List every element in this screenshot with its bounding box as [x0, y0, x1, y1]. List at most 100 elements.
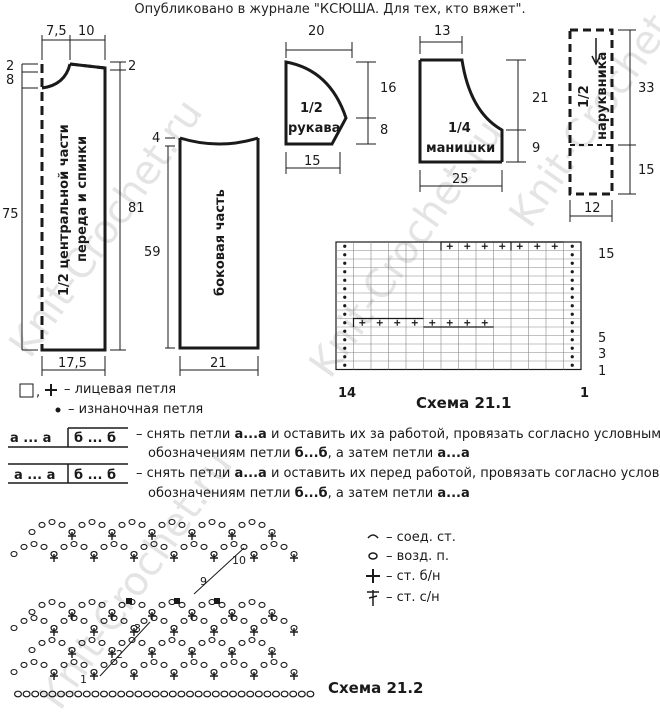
legend-cable1-t1: – снять петли — [136, 427, 235, 442]
single-crochet-stitch — [50, 628, 58, 636]
knit-stitch-mark — [464, 243, 471, 250]
dim-front-right-2: 2 — [128, 59, 136, 74]
single-crochet-stitch — [90, 672, 98, 680]
purl-dot-icon — [55, 407, 61, 413]
purl-stitch-mark — [570, 261, 574, 265]
purl-stitch-mark — [343, 355, 347, 359]
chain-stitch — [88, 518, 96, 526]
single-crochet-stitch — [188, 532, 196, 540]
chain-stitch — [246, 690, 255, 698]
chain-stitch — [240, 617, 248, 624]
single-crochet-stitch — [210, 554, 218, 562]
chain-stitch — [50, 624, 58, 632]
chain-stitch — [280, 690, 289, 698]
chain-stitch — [198, 639, 206, 646]
chain-stitch — [60, 661, 68, 668]
chain-stitch — [188, 608, 196, 616]
chain-stitch — [260, 661, 268, 668]
dim-sleeve-bottom: 15 — [304, 154, 321, 169]
chain-stitch — [48, 690, 57, 698]
cuff-label-1: 1/2 — [577, 85, 592, 108]
piece-dickey — [418, 36, 526, 192]
chain-stitch — [210, 668, 218, 676]
chain-stitch — [90, 624, 98, 632]
chain-stitch — [30, 614, 38, 622]
single-crochet-stitch — [170, 554, 178, 562]
purl-stitch-mark — [570, 270, 574, 274]
chain-stitch — [98, 521, 106, 528]
side-outline — [178, 138, 260, 350]
chain-stitch — [160, 543, 168, 550]
purl-stitch-mark — [570, 338, 574, 342]
dickey-edges — [418, 60, 502, 164]
single-crochet-stitch — [90, 628, 98, 636]
legend-cable1-t2: и оставить их за работой, провязать согл… — [266, 427, 660, 442]
chain-stitch — [190, 658, 198, 666]
chain-stitch — [240, 543, 248, 550]
section-marker — [126, 598, 132, 604]
chain-stitch — [100, 543, 108, 550]
chain-stitch — [238, 521, 246, 528]
chain-stitch — [248, 518, 256, 526]
chain-stitch — [68, 528, 76, 536]
knit-stitch-mark — [551, 243, 558, 250]
chain-stitch — [128, 636, 136, 644]
legend-cable1-t3: обозначениям петли — [148, 446, 295, 461]
chain-stitch — [200, 661, 208, 668]
piece-sleeve — [284, 42, 376, 174]
purl-stitch-mark — [343, 270, 347, 274]
dickey-label-2: манишки — [426, 141, 495, 156]
chain-stitch — [58, 521, 66, 528]
chain-stitch — [48, 518, 56, 526]
legend-cable1-b2: б...б — [294, 446, 328, 461]
chart2-legend-chain: – возд. п. — [386, 549, 449, 564]
knit-stitch-mark — [481, 319, 488, 326]
chain-stitch — [65, 690, 74, 698]
chain-stitch — [306, 690, 315, 698]
chain-stitch — [178, 601, 186, 608]
chain-stitch — [250, 624, 258, 632]
purl-stitch-mark — [343, 244, 347, 248]
chain-stitch — [60, 543, 68, 550]
chain-stitch — [289, 690, 298, 698]
sleeve-outline — [284, 60, 348, 146]
chain-stitch — [188, 528, 196, 536]
chain-stitch — [210, 624, 218, 632]
legend-cable2-line2: обозначениям петли б...б, а затем петли … — [148, 486, 470, 501]
knit-stitch-mark — [464, 319, 471, 326]
chain-stitch — [158, 639, 166, 646]
chain-stitch — [230, 540, 238, 548]
chain-stitch — [90, 668, 98, 676]
chain-stitch — [28, 528, 36, 536]
front-back-label-1: 1/2 центральной части — [57, 124, 72, 296]
chain-stitch — [150, 658, 158, 666]
chain-stitch — [140, 543, 148, 550]
chain-stitch — [263, 690, 272, 698]
legend-purl: – изнаночная петля — [68, 402, 204, 417]
knit-stitch-mark — [516, 243, 523, 250]
single-crochet-stitch — [250, 672, 258, 680]
single-crochet-stitch — [130, 672, 138, 680]
row-direction-line — [193, 547, 245, 595]
purl-stitch-mark — [343, 278, 347, 282]
chain-stitch — [210, 550, 218, 558]
chain-stitch — [130, 668, 138, 676]
dim-front-height: 75 — [2, 207, 19, 222]
section-marker — [214, 598, 220, 604]
chain-stitch — [118, 521, 126, 528]
chain-stitch — [50, 668, 58, 676]
single-crochet-stitch — [130, 554, 138, 562]
chart2-legend-sc: – ст. б/н — [386, 569, 441, 584]
legend-cable1-line2: обозначениям петли б...б, а затем петли … — [148, 446, 470, 461]
chain-stitch — [170, 624, 178, 632]
chain-stitch — [237, 690, 246, 698]
chain-stitch — [230, 658, 238, 666]
chain-stitch — [39, 690, 48, 698]
chain-stitch — [148, 646, 156, 654]
legend-cable1-b1: а...а — [234, 427, 267, 442]
chain-stitch — [158, 601, 166, 608]
legend-cable2-b2: б...б — [294, 486, 328, 501]
dim-side-bottom: 21 — [210, 356, 227, 371]
legend-cable2-t4: , а затем петли — [327, 486, 438, 501]
dim-front-height-right: 81 — [128, 201, 145, 216]
